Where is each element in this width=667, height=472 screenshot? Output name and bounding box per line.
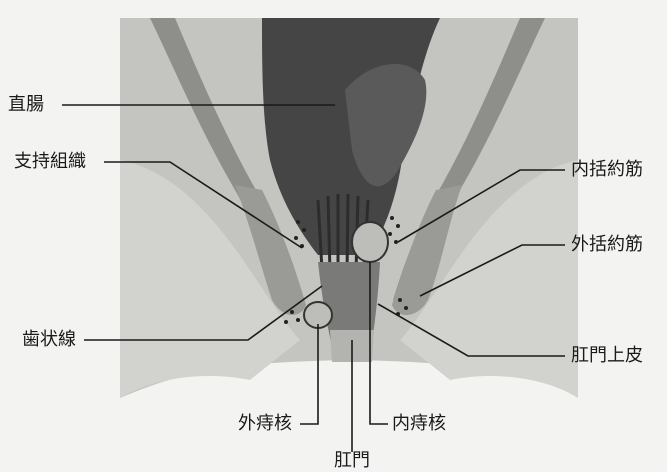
- label-external-hemorrhoid: 外痔核: [238, 415, 292, 433]
- label-rectum: 直腸: [8, 96, 44, 114]
- label-anus: 肛門: [334, 452, 370, 470]
- label-anoderm: 肛門上皮: [571, 347, 643, 365]
- label-supporting-tissue: 支持組織: [14, 153, 86, 171]
- label-internal-sphincter: 内括約筋: [571, 161, 643, 179]
- label-external-sphincter: 外括約筋: [571, 236, 643, 254]
- label-dentate-line: 歯状線: [22, 331, 76, 349]
- internal-hemorrhoid-node: [352, 222, 388, 262]
- label-internal-hemorrhoid: 内痔核: [392, 415, 446, 433]
